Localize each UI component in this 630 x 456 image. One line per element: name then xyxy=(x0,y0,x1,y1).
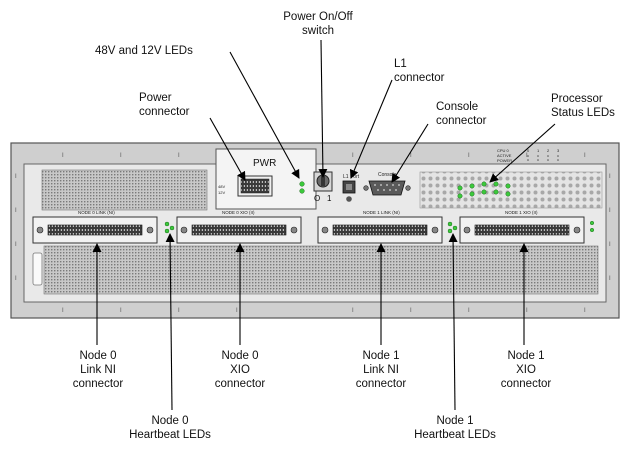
arrow-48v-12v-leds xyxy=(229,51,300,179)
rail-mark: I xyxy=(15,174,17,180)
rail-mark: I xyxy=(178,308,180,314)
power-connector xyxy=(237,175,273,197)
rail-mark: I xyxy=(352,308,354,314)
node0-heartbeat-led-2 xyxy=(164,228,170,234)
rail-mark: I xyxy=(526,308,528,314)
rail-markings: I I I I I I I I I I I I I I I I I I I I I I I I I xyxy=(15,153,611,314)
side-handle-slot xyxy=(32,252,43,286)
right-edge-led-1 xyxy=(589,220,595,226)
node1-heartbeat-led-2 xyxy=(447,228,453,234)
node0-link-ni-connector xyxy=(32,216,158,244)
rail-mark: I xyxy=(15,208,17,214)
arrow-processor-status-leds xyxy=(489,123,556,183)
led-col-label-2: 2 xyxy=(547,148,550,153)
rail-mark: I xyxy=(120,308,122,314)
rail-mark: I xyxy=(410,153,412,159)
led-legend-row-power: POWER xyxy=(497,158,512,163)
rail-mark: I xyxy=(526,153,528,159)
rail-mark: I xyxy=(15,242,17,248)
rail-mark: I xyxy=(609,276,611,282)
power-led-label-12v: 12V xyxy=(218,190,225,195)
port-label-node1-link: NODE 1 LINK (NI) xyxy=(363,210,400,215)
rail-mark: I xyxy=(62,153,64,159)
arrow-power-connector xyxy=(209,117,246,181)
rail-mark: I xyxy=(236,308,238,314)
rail-mark: I xyxy=(584,308,586,314)
arrow-node1-heartbeat xyxy=(448,233,458,411)
console-label: Console xyxy=(378,172,397,178)
arrow-node0-heartbeat xyxy=(165,233,175,411)
fan-hole-grille xyxy=(419,171,603,209)
led-12v xyxy=(299,188,305,194)
l1-connector xyxy=(342,180,356,202)
rail-mark: I xyxy=(584,153,586,159)
led-48v xyxy=(299,181,305,187)
node0-heartbeat-led-3 xyxy=(169,225,175,231)
switch-on-mark: 1 xyxy=(327,194,332,203)
processor-status-leds xyxy=(457,181,511,199)
rail-mark: I xyxy=(468,308,470,314)
port-label-node0-xio: NODE 0 XIO (II) xyxy=(222,210,255,215)
rail-mark: I xyxy=(62,308,64,314)
node0-xio-connector xyxy=(176,216,302,244)
node1-heartbeat-led-1 xyxy=(447,221,453,227)
rail-mark: I xyxy=(468,153,470,159)
node0-heartbeat-led-1 xyxy=(164,221,170,227)
port-label-node0-link: NODE 0 LINK (NI) xyxy=(78,210,115,215)
right-edge-led-2 xyxy=(589,227,595,233)
led-legend-row-active: ACTIVE xyxy=(497,153,512,158)
arrow-console-connector xyxy=(391,123,429,183)
port-label-node1-xio: NODE 1 XIO (II) xyxy=(505,210,538,215)
led-col-label-0: 0 xyxy=(527,148,530,153)
rail-mark: I xyxy=(178,153,180,159)
pwr-label: PWR xyxy=(253,158,276,169)
led-col-label-3: 3 xyxy=(557,148,560,153)
callout-48v-12v-leds: 48V and 12V LEDs xyxy=(95,45,193,57)
node1-heartbeat-led-3 xyxy=(452,225,458,231)
rail-mark: I xyxy=(410,308,412,314)
rail-mark: I xyxy=(120,153,122,159)
rail-mark: I xyxy=(352,153,354,159)
arrow-l1-connector xyxy=(349,79,393,179)
arrow-power-switch xyxy=(318,39,328,178)
led-col-label-1: 1 xyxy=(537,148,540,153)
rail-mark: I xyxy=(609,208,611,214)
node1-link-ni-connector xyxy=(317,216,443,244)
led-legend-row-cpu0: CPU 0 xyxy=(497,148,510,153)
rail-mark: I xyxy=(609,242,611,248)
top-left-vent-grille xyxy=(41,169,208,211)
switch-off-mark: O xyxy=(314,194,320,203)
node1-xio-connector xyxy=(459,216,585,244)
rail-mark: I xyxy=(609,174,611,180)
bottom-vent-grille xyxy=(43,245,599,295)
rail-mark: I xyxy=(15,276,17,282)
power-led-label-48v: 48V xyxy=(218,184,225,189)
